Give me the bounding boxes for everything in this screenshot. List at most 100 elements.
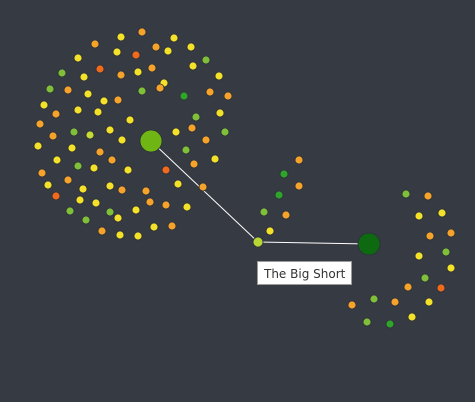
- cluster-right-node[interactable]: [420, 273, 430, 283]
- cluster-left-node[interactable]: [67, 143, 77, 153]
- cluster-left-node[interactable]: [35, 119, 45, 129]
- cluster-left-node[interactable]: [73, 53, 83, 63]
- cluster-left-node[interactable]: [215, 108, 225, 118]
- cluster-left-node[interactable]: [116, 70, 126, 80]
- cluster-mid-node[interactable]: [259, 207, 269, 217]
- cluster-right-node[interactable]: [369, 294, 379, 304]
- cluster-left-node[interactable]: [205, 87, 215, 97]
- cluster-left-node[interactable]: [112, 47, 122, 57]
- cluster-left-node[interactable]: [95, 64, 105, 74]
- cluster-right-node[interactable]: [390, 297, 400, 307]
- cluster-left-node[interactable]: [179, 91, 189, 101]
- cluster-right-node[interactable]: [446, 263, 456, 273]
- cluster-left-node[interactable]: [116, 32, 126, 42]
- cluster-left-node[interactable]: [182, 202, 192, 212]
- cluster-left-node[interactable]: [145, 197, 155, 207]
- cluster-left-node[interactable]: [105, 125, 115, 135]
- cluster-left-node[interactable]: [223, 91, 233, 101]
- cluster-mid-node[interactable]: [279, 169, 289, 179]
- cluster-right-node[interactable]: [403, 282, 413, 292]
- cluster-left-node[interactable]: [201, 55, 211, 65]
- cluster-left-node[interactable]: [137, 27, 147, 37]
- cluster-right-node[interactable]: [424, 297, 434, 307]
- cluster-left-node[interactable]: [133, 231, 143, 241]
- cluster-right-node[interactable]: [414, 211, 424, 221]
- cluster-left-node[interactable]: [161, 165, 171, 175]
- cluster-left-node[interactable]: [181, 145, 191, 155]
- cluster-left-node[interactable]: [198, 182, 208, 192]
- cluster-left-node[interactable]: [75, 195, 85, 205]
- cluster-mid-node[interactable]: [294, 181, 304, 191]
- cluster-left-node[interactable]: [89, 163, 99, 173]
- cluster-left-node[interactable]: [113, 213, 123, 223]
- cluster-mid-node[interactable]: [274, 190, 284, 200]
- cluster-left-node[interactable]: [123, 165, 133, 175]
- cluster-left-node[interactable]: [79, 72, 89, 82]
- cluster-left-node[interactable]: [105, 181, 115, 191]
- cluster-right-node[interactable]: [423, 191, 433, 201]
- cluster-left-node[interactable]: [191, 112, 201, 122]
- cluster-left-node[interactable]: [57, 68, 67, 78]
- cluster-left-node[interactable]: [149, 222, 159, 232]
- cluster-left-node[interactable]: [131, 50, 141, 60]
- cluster-left-node[interactable]: [73, 161, 83, 171]
- cluster-right-node[interactable]: [446, 228, 456, 238]
- cluster-left-node[interactable]: [63, 175, 73, 185]
- cluster-left-node[interactable]: [97, 226, 107, 236]
- hub-node-left[interactable]: [139, 129, 163, 153]
- cluster-mid-node[interactable]: [281, 210, 291, 220]
- cluster-left-node[interactable]: [69, 127, 79, 137]
- cluster-left-node[interactable]: [125, 115, 135, 125]
- cluster-left-node[interactable]: [85, 130, 95, 140]
- cluster-left-node[interactable]: [51, 191, 61, 201]
- cluster-left-node[interactable]: [220, 127, 230, 137]
- cluster-left-node[interactable]: [137, 86, 147, 96]
- cluster-left-node[interactable]: [93, 107, 103, 117]
- cluster-left-node[interactable]: [83, 89, 93, 99]
- cluster-left-node[interactable]: [73, 105, 83, 115]
- cluster-left-node[interactable]: [45, 84, 55, 94]
- cluster-left-node[interactable]: [186, 42, 196, 52]
- cluster-left-node[interactable]: [210, 154, 220, 164]
- cluster-left-node[interactable]: [52, 155, 62, 165]
- cluster-left-node[interactable]: [91, 198, 101, 208]
- cluster-left-node[interactable]: [99, 96, 109, 106]
- cluster-left-node[interactable]: [33, 141, 43, 151]
- cluster-mid-node[interactable]: [294, 155, 304, 165]
- cluster-left-node[interactable]: [117, 135, 127, 145]
- cluster-left-node[interactable]: [107, 155, 117, 165]
- cluster-left-node[interactable]: [161, 200, 171, 210]
- cluster-left-node[interactable]: [63, 85, 73, 95]
- cluster-left-node[interactable]: [81, 215, 91, 225]
- cluster-mid-node[interactable]: [265, 226, 275, 236]
- cluster-left-node[interactable]: [65, 206, 75, 216]
- cluster-left-node[interactable]: [167, 221, 177, 231]
- hub-node-right[interactable]: [357, 232, 381, 256]
- cluster-left-node[interactable]: [147, 63, 157, 73]
- cluster-left-node[interactable]: [90, 39, 100, 49]
- cluster-left-node[interactable]: [113, 95, 123, 105]
- cluster-left-node[interactable]: [187, 123, 197, 133]
- cluster-left-node[interactable]: [131, 205, 141, 215]
- cluster-left-node[interactable]: [117, 185, 127, 195]
- cluster-right-node[interactable]: [414, 251, 424, 261]
- cluster-right-node[interactable]: [437, 208, 447, 218]
- cluster-right-node[interactable]: [441, 247, 451, 257]
- cluster-left-node[interactable]: [189, 159, 199, 169]
- cluster-right-node[interactable]: [347, 300, 357, 310]
- cluster-right-node[interactable]: [407, 312, 417, 322]
- cluster-left-node[interactable]: [201, 135, 211, 145]
- cluster-right-node[interactable]: [385, 319, 395, 329]
- cluster-left-node[interactable]: [214, 71, 224, 81]
- cluster-left-node[interactable]: [163, 46, 173, 56]
- cluster-left-node[interactable]: [169, 33, 179, 43]
- cluster-left-node[interactable]: [39, 100, 49, 110]
- cluster-left-node[interactable]: [188, 61, 198, 71]
- cluster-left-node[interactable]: [155, 83, 165, 93]
- cluster-left-node[interactable]: [51, 109, 61, 119]
- hovered-node[interactable]: [252, 236, 264, 248]
- cluster-right-node[interactable]: [436, 283, 446, 293]
- cluster-left-node[interactable]: [95, 147, 105, 157]
- cluster-right-node[interactable]: [362, 317, 372, 327]
